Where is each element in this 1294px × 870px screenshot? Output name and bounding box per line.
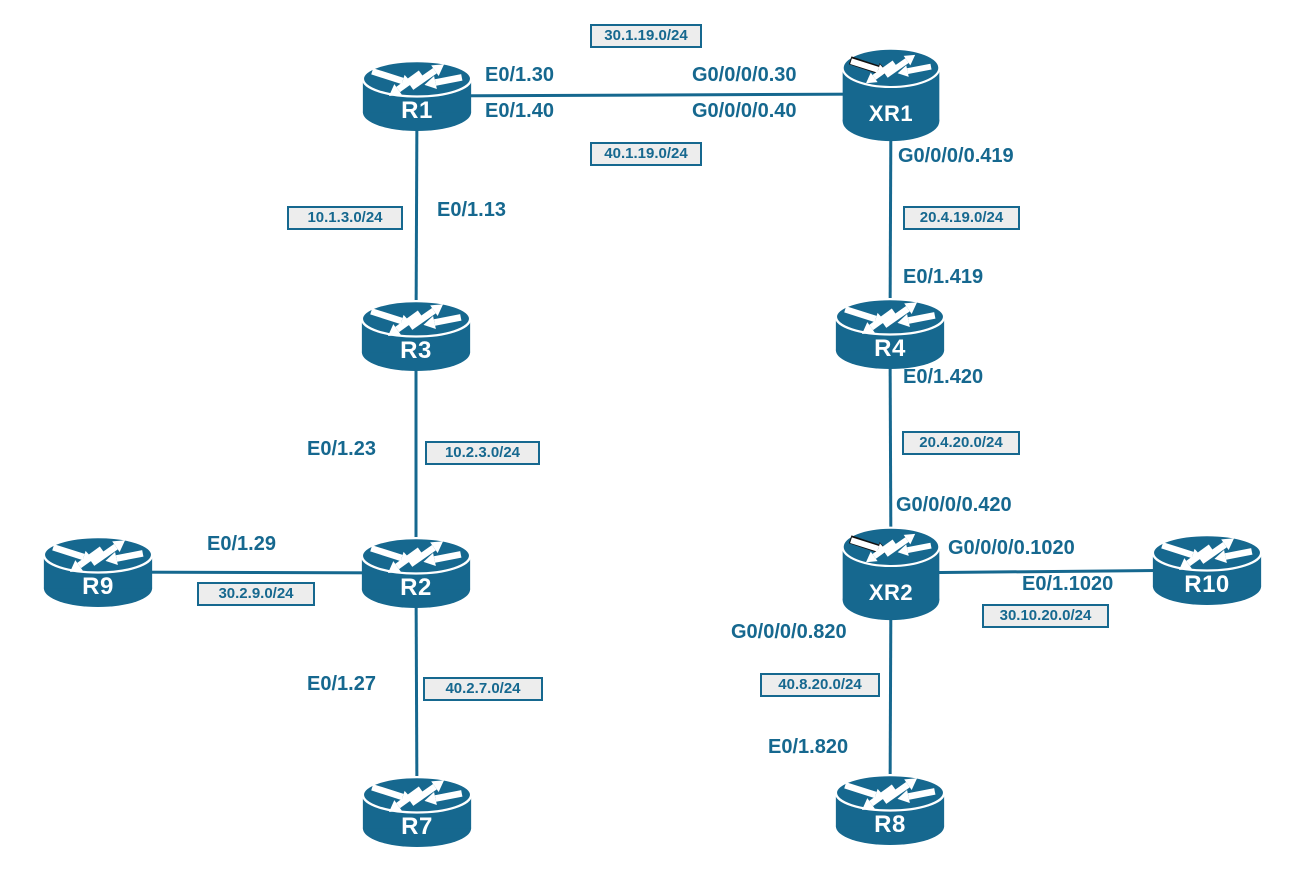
router-XR2: XR2 [841,525,941,622]
interface-label: E0/1.820 [768,736,849,758]
router-R8: R8 [834,773,946,847]
subnet-label: 30.10.20.0/24 [982,604,1109,628]
interface-label: G0/0/0/0.1020 [948,537,1075,559]
interface-label: E0/1.420 [903,366,984,388]
router-icon [361,775,473,847]
link-R2-R7 [414,572,419,813]
subnet-label: 30.1.19.0/24 [590,24,702,48]
router-icon [361,59,473,131]
interface-label: E0/1.30 [485,64,554,86]
router-R7: R7 [361,775,473,849]
router-name: R2 [400,574,432,602]
subnet-label: 20.4.20.0/24 [902,431,1020,455]
subnet-label: 40.2.7.0/24 [423,677,543,701]
interface-label: E0/1.40 [485,100,554,122]
router-XR1: XR1 [841,46,941,143]
router-name: R9 [82,573,114,601]
interface-label: E0/1.419 [903,266,984,288]
router-icon [360,536,472,608]
interface-label: G0/0/0/0.419 [898,145,1014,167]
interface-label: E0/1.23 [307,438,376,460]
interface-label: E0/1.1020 [1022,573,1114,595]
router-icon [841,526,941,620]
subnet-label: 10.1.3.0/24 [287,206,403,230]
subnet-label: 40.8.20.0/24 [760,673,880,697]
router-name: XR1 [868,100,914,126]
link-R1-R3 [414,95,419,337]
router-icon [834,773,946,845]
router-icon [834,297,946,369]
router-name: R3 [400,337,432,365]
link-R1-XR1 [416,92,892,98]
router-R1: R1 [361,59,473,133]
interface-label: G0/0/0/0.420 [896,494,1012,516]
interface-label: E0/1.29 [207,533,276,555]
router-icon [1151,533,1263,605]
router-R4: R4 [834,297,946,371]
subnet-label: 30.2.9.0/24 [197,582,315,606]
subnet-label: 20.4.19.0/24 [903,206,1020,230]
interface-label: G0/0/0/0.40 [692,100,797,122]
interface-label: E0/1.27 [307,673,376,695]
router-R9: R9 [42,535,154,609]
router-name: R7 [401,813,433,841]
router-name: R4 [874,335,906,363]
router-icon [841,47,941,141]
router-R2: R2 [360,536,472,610]
router-R10: R10 [1151,533,1263,607]
interface-label: E0/1.13 [437,199,506,221]
interface-label: G0/0/0/0.820 [731,621,847,643]
router-icon [360,299,472,371]
subnet-label: 40.1.19.0/24 [590,142,702,166]
subnet-label: 10.2.3.0/24 [425,441,540,465]
router-name: R8 [874,811,906,839]
router-icon [42,535,154,607]
router-name: R10 [1184,571,1230,599]
router-name: XR2 [868,579,914,605]
router-R3: R3 [360,299,472,373]
router-name: R1 [401,97,433,125]
interface-label: G0/0/0/0.30 [692,64,797,86]
